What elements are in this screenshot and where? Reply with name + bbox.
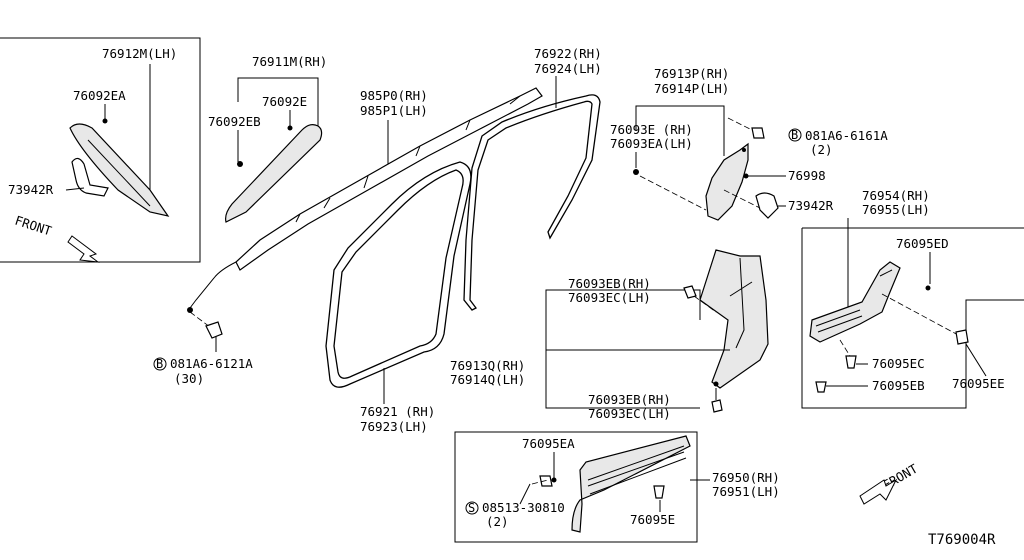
front-arrow-icon [859, 478, 898, 505]
label-76095EE: 76095EE [952, 376, 1005, 391]
clip-icon [815, 381, 827, 393]
clip-icon [925, 285, 931, 291]
clip-icon [711, 399, 723, 413]
bolt-symbol-b-1 [153, 357, 167, 371]
bolt-icon [205, 321, 223, 339]
label-76924: 76924(LH) [534, 61, 602, 76]
detail-box-pillar-lh [0, 37, 201, 263]
clip-icon [845, 355, 857, 369]
clip-icon [713, 381, 719, 387]
kicking-plate-inner [809, 261, 901, 343]
label-76954: 76954(RH) [862, 188, 930, 203]
label-76914Q: 76914Q(LH) [450, 372, 525, 387]
label-76923: 76923(LH) [360, 419, 428, 434]
assist-grip-bracket-rear [755, 192, 779, 219]
label-081A6-6161A: 081A6-6161A [805, 128, 888, 143]
connector-icon [187, 307, 193, 313]
front-label-1: FRONT [13, 213, 54, 239]
label-76922: 76922(RH) [534, 46, 602, 61]
label-081A6-6121A: 081A6-6121A [170, 356, 253, 371]
clip-icon [955, 329, 969, 345]
center-pillar-lower-garnish [699, 249, 769, 389]
label-76912M: 76912M(LH) [102, 46, 177, 61]
label-76095EA: 76095EA [522, 436, 575, 451]
curtain-airbag-module [235, 87, 543, 271]
label-985P0: 985P0(RH) [360, 88, 428, 103]
label-76913P: 76913P(RH) [654, 66, 729, 81]
body-side-weatherstrip [463, 94, 601, 311]
label-76950: 76950(RH) [712, 470, 780, 485]
label-73942R-a: 73942R [8, 182, 54, 197]
assist-grip-bracket [71, 157, 109, 197]
label-08513-30810: 08513-30810 [482, 500, 565, 515]
front-pillar-garnish-rh [225, 124, 323, 223]
svg-text:S: S [468, 501, 475, 515]
label-08513-30810-qty: (2) [486, 514, 509, 529]
clip-icon [287, 125, 293, 131]
label-985P1: 985P1(LH) [360, 103, 428, 118]
clip-icon [683, 285, 697, 299]
screw-symbol-s [465, 501, 479, 515]
bolt-icon [751, 127, 765, 139]
label-76911M: 76911M(RH) [252, 54, 327, 69]
label-76092EA: 76092EA [73, 88, 126, 103]
label-76093EA: 76093EA(LH) [610, 136, 693, 151]
svg-text:B: B [156, 357, 163, 371]
svg-text:B: B [791, 128, 798, 142]
clip-icon [237, 161, 243, 167]
front-arrow-icon [67, 235, 100, 263]
label-081A6-6121A-qty: (30) [174, 371, 204, 386]
label-76998: 76998 [788, 168, 826, 183]
label-76951: 76951(LH) [712, 484, 780, 499]
label-76914P: 76914P(LH) [654, 81, 729, 96]
clip-icon [551, 477, 557, 483]
label-76092E: 76092E [262, 94, 307, 109]
label-76093EC-bot: 76093EC(LH) [588, 406, 671, 421]
clip-icon [653, 485, 665, 499]
detail-box-kicking-plate-outer [454, 431, 698, 543]
label-76095E: 76095E [630, 512, 675, 527]
label-76093EC-top: 76093EC(LH) [568, 290, 651, 305]
label-76093E: 76093E (RH) [610, 122, 693, 137]
diagram-id: T769004R [928, 532, 996, 548]
door-weatherstrip-outer [325, 161, 472, 388]
label-76913Q: 76913Q(RH) [450, 358, 525, 373]
label-76955: 76955(LH) [862, 202, 930, 217]
clip-icon [102, 118, 108, 124]
label-081A6-6161A-qty: (2) [810, 142, 833, 157]
label-76092EB: 76092EB [208, 114, 261, 129]
clip-icon [633, 169, 639, 175]
screw-icon [539, 475, 553, 487]
center-pillar-upper-garnish [705, 142, 749, 221]
bolt-symbol-b-2 [788, 128, 802, 142]
label-76093EB-top: 76093EB(RH) [568, 276, 651, 291]
label-76095ED: 76095ED [896, 236, 949, 251]
detail-box-kicking-plate [801, 228, 1024, 409]
door-weatherstrip-inner [333, 169, 464, 379]
label-76921: 76921 (RH) [360, 404, 435, 419]
label-73942R-b: 73942R [788, 198, 834, 213]
clip-icon [743, 173, 749, 179]
label-76093EB-bot: 76093EB(RH) [588, 392, 671, 407]
label-76095EC: 76095EC [872, 356, 925, 371]
label-76095EB: 76095EB [872, 378, 925, 393]
